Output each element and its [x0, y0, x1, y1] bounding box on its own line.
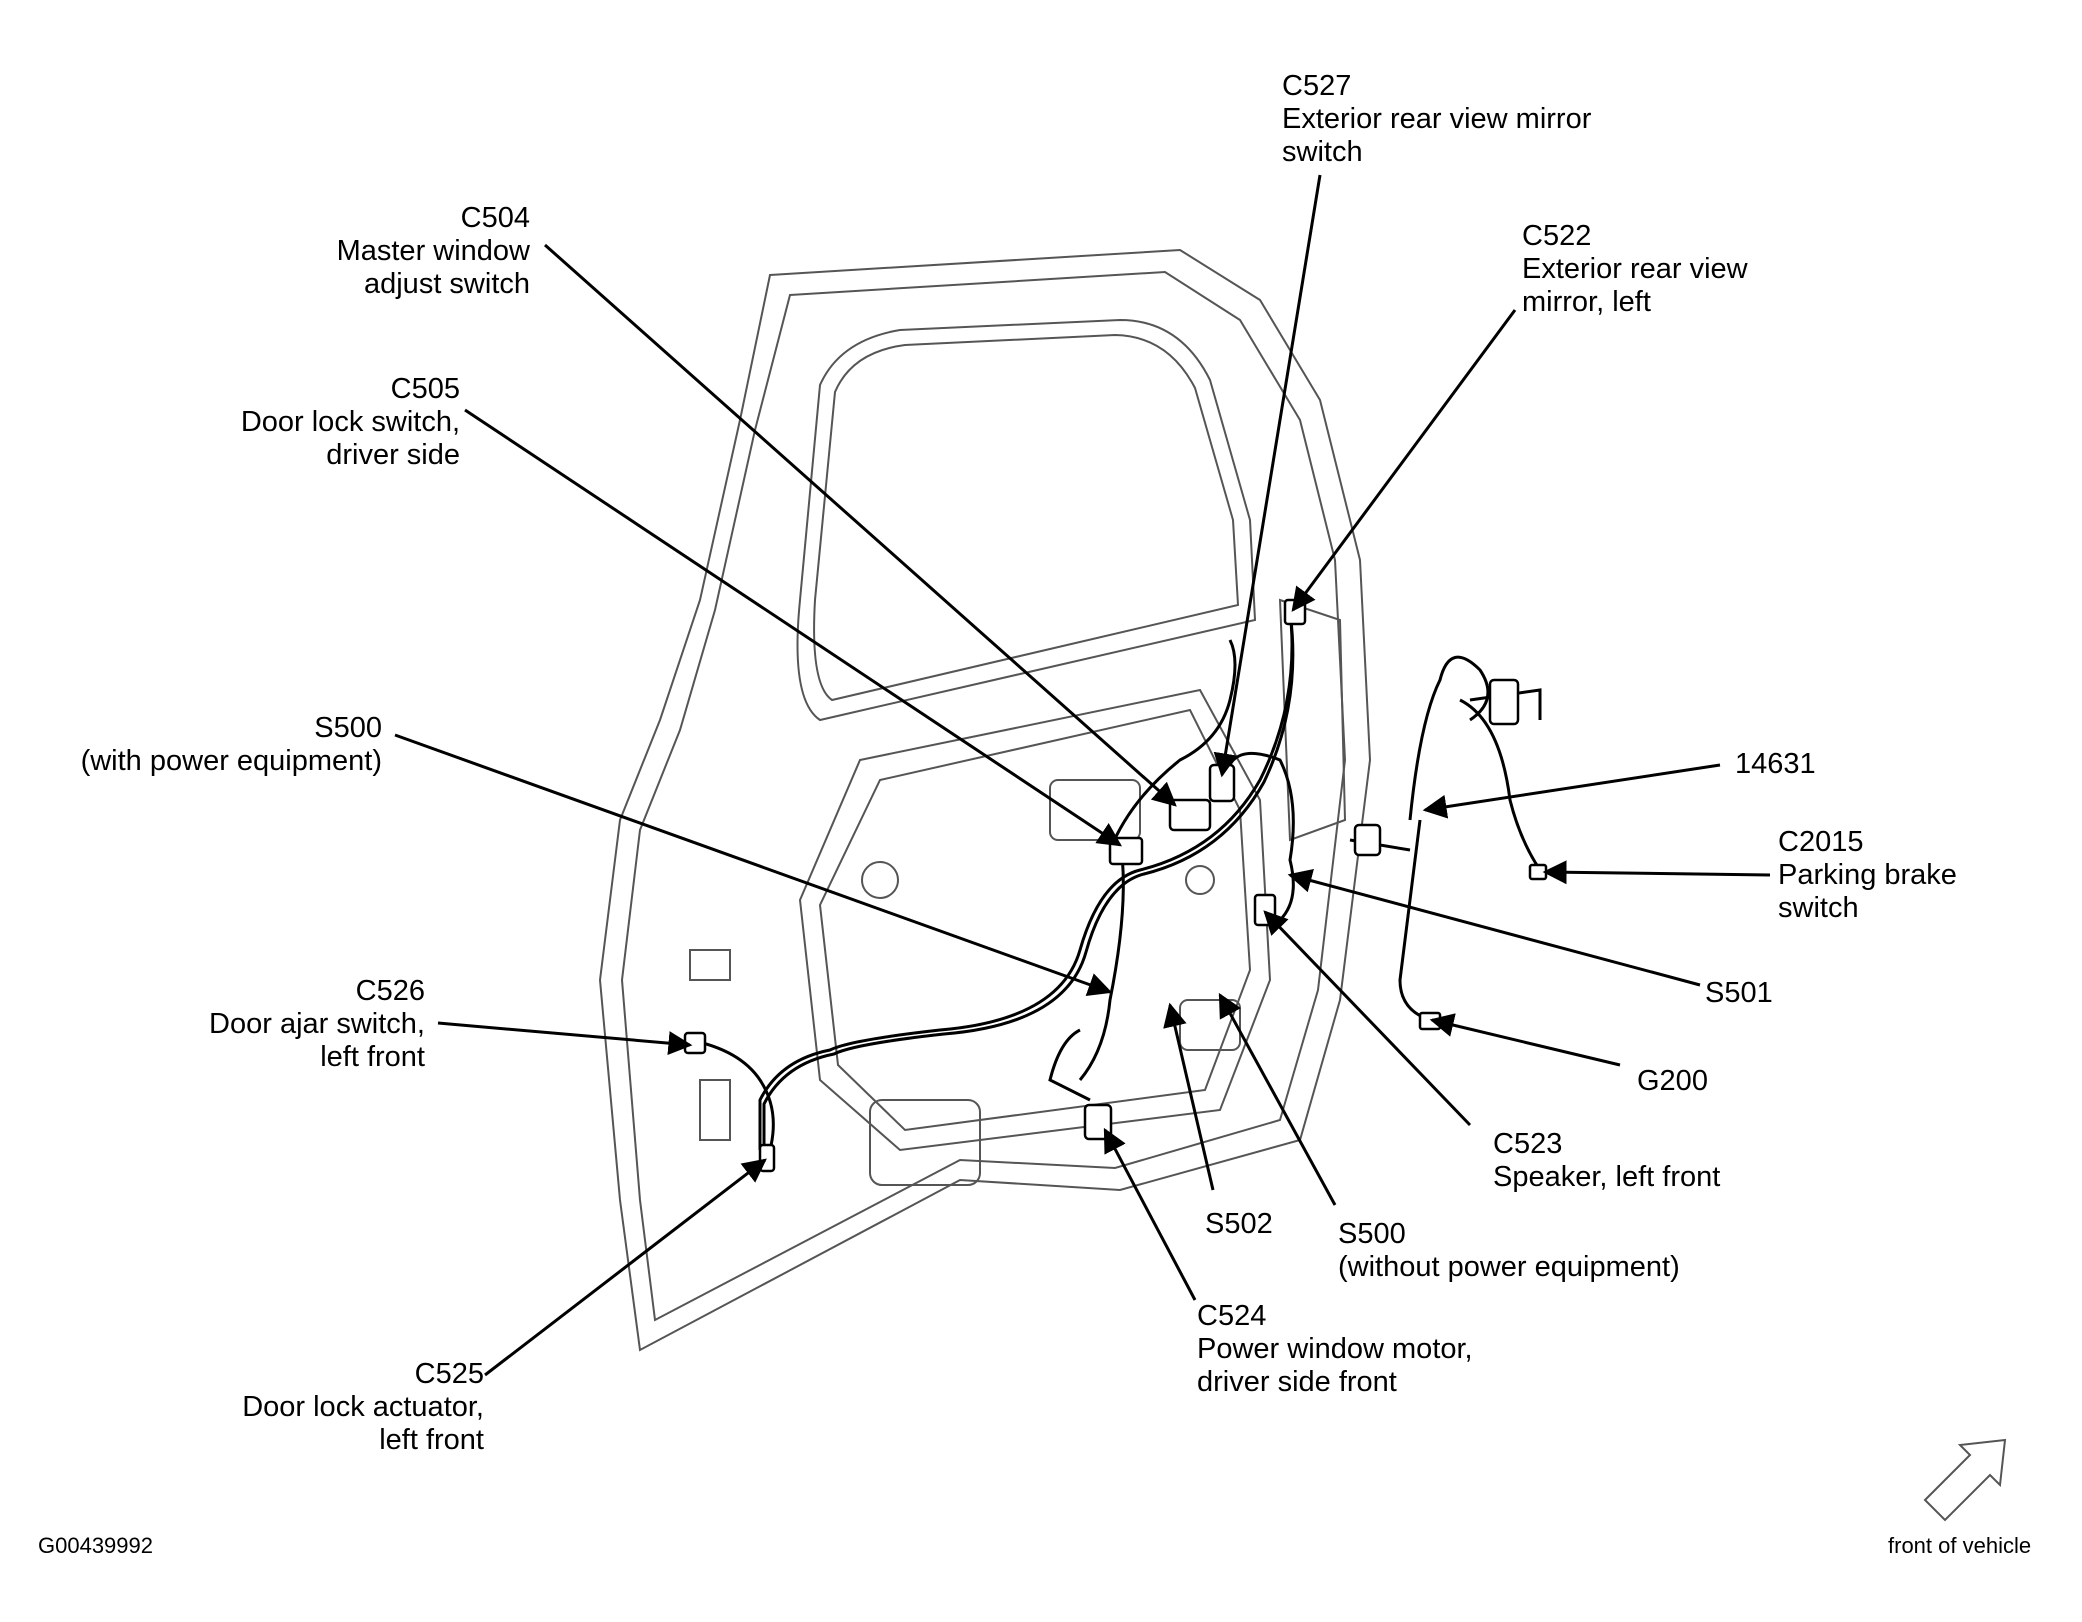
leader-c526: [437, 1021, 693, 1056]
leader-g200: [1429, 1013, 1621, 1067]
leader-c504: [544, 243, 1177, 807]
connector-c504: [1168, 798, 1212, 832]
leader-c505: [464, 408, 1122, 847]
leader-c2015: [1542, 860, 1771, 885]
leader-c527: [1213, 174, 1322, 778]
label-c523: C523 Speaker, left front: [1493, 1128, 1721, 1193]
leader-14631: [1422, 763, 1721, 819]
label-14631: 14631: [1735, 748, 1816, 780]
leader-s500-without: [1218, 992, 1337, 1206]
label-s501: S501: [1705, 977, 1773, 1009]
label-c2015: C2015 Parking brake switch: [1778, 826, 1957, 924]
label-c505: C505 Door lock switch, driver side: [240, 373, 460, 471]
connector-c522: [1283, 598, 1307, 626]
leader-s501: [1287, 869, 1701, 987]
leader-s500-with: [394, 733, 1113, 996]
label-c522: C522 Exterior rear view mirror, left: [1522, 220, 1748, 318]
label-c526: C526 Door ajar switch, left front: [209, 975, 425, 1073]
connector-c526: [683, 1031, 707, 1055]
label-g200: G200: [1637, 1065, 1708, 1097]
label-c504: C504 Master window adjust switch: [336, 202, 530, 300]
connector-14631: [1488, 678, 1520, 726]
leader-c525: [484, 1158, 767, 1377]
label-c527: C527 Exterior rear view mirror switch: [1282, 70, 1592, 168]
label-s502: S502: [1205, 1208, 1273, 1240]
leader-lines: [394, 174, 1771, 1377]
front-of-vehicle-arrow: [1923, 1438, 2007, 1522]
label-c525: C525 Door lock actuator, left front: [242, 1358, 484, 1456]
connector-c2015-grommet: [1353, 823, 1382, 857]
label-c524: C524 Power window motor, driver side fro…: [1197, 1300, 1473, 1398]
figure-id: G00439992: [38, 1533, 153, 1558]
front-of-vehicle-label: front of vehicle: [1888, 1533, 2032, 1558]
label-s500-with-power: S500 (with power equipment): [80, 712, 382, 777]
label-s500-without-power: S500 (without power equipment): [1338, 1218, 1680, 1283]
leader-c524: [1103, 1127, 1197, 1301]
connector-c2015: [1528, 863, 1548, 881]
wiring-harness: [689, 609, 1542, 1151]
leader-c523: [1263, 910, 1472, 1127]
leader-c522: [1291, 309, 1517, 612]
connector-c525: [758, 1143, 776, 1173]
leader-s502: [1163, 1002, 1215, 1191]
